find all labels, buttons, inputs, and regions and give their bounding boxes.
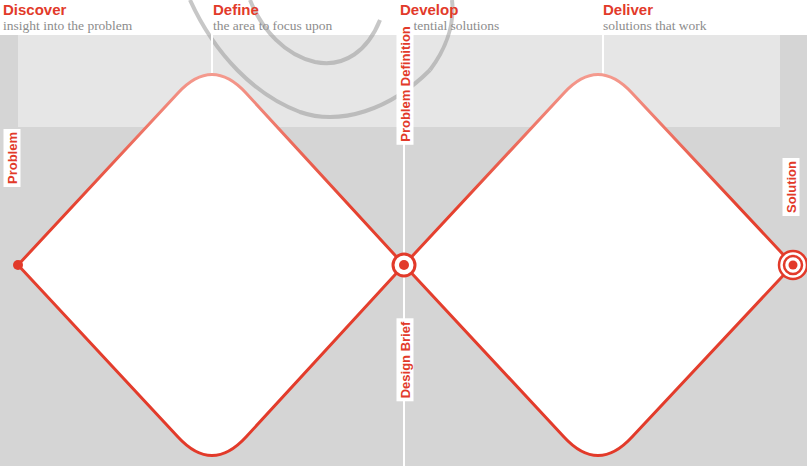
phase-title: Develop (400, 2, 458, 18)
milestone-label: Design Brief (397, 319, 414, 402)
target-symbol (393, 254, 415, 276)
start-dot (13, 260, 23, 270)
phase-subtitle: insight into the problem (3, 18, 132, 33)
diamond-shape (18, 75, 404, 456)
phase-subtitle: potential solutions (400, 18, 499, 33)
phase-title: Define (213, 2, 259, 18)
milestone-label: Problem (4, 129, 21, 187)
diamond-shape (404, 75, 793, 456)
milestone-label: Problem Definition (397, 23, 414, 145)
target-ring (784, 256, 802, 274)
target-center (789, 261, 798, 270)
phase-subtitle: the area to focus upon (213, 18, 332, 33)
target-center (399, 260, 409, 270)
phase-title: Discover (3, 2, 66, 18)
phase-title: Deliver (603, 2, 653, 18)
milestone-label: Solution (783, 158, 800, 216)
target-symbol (779, 251, 807, 279)
phase-subtitle: solutions that work (603, 18, 707, 33)
